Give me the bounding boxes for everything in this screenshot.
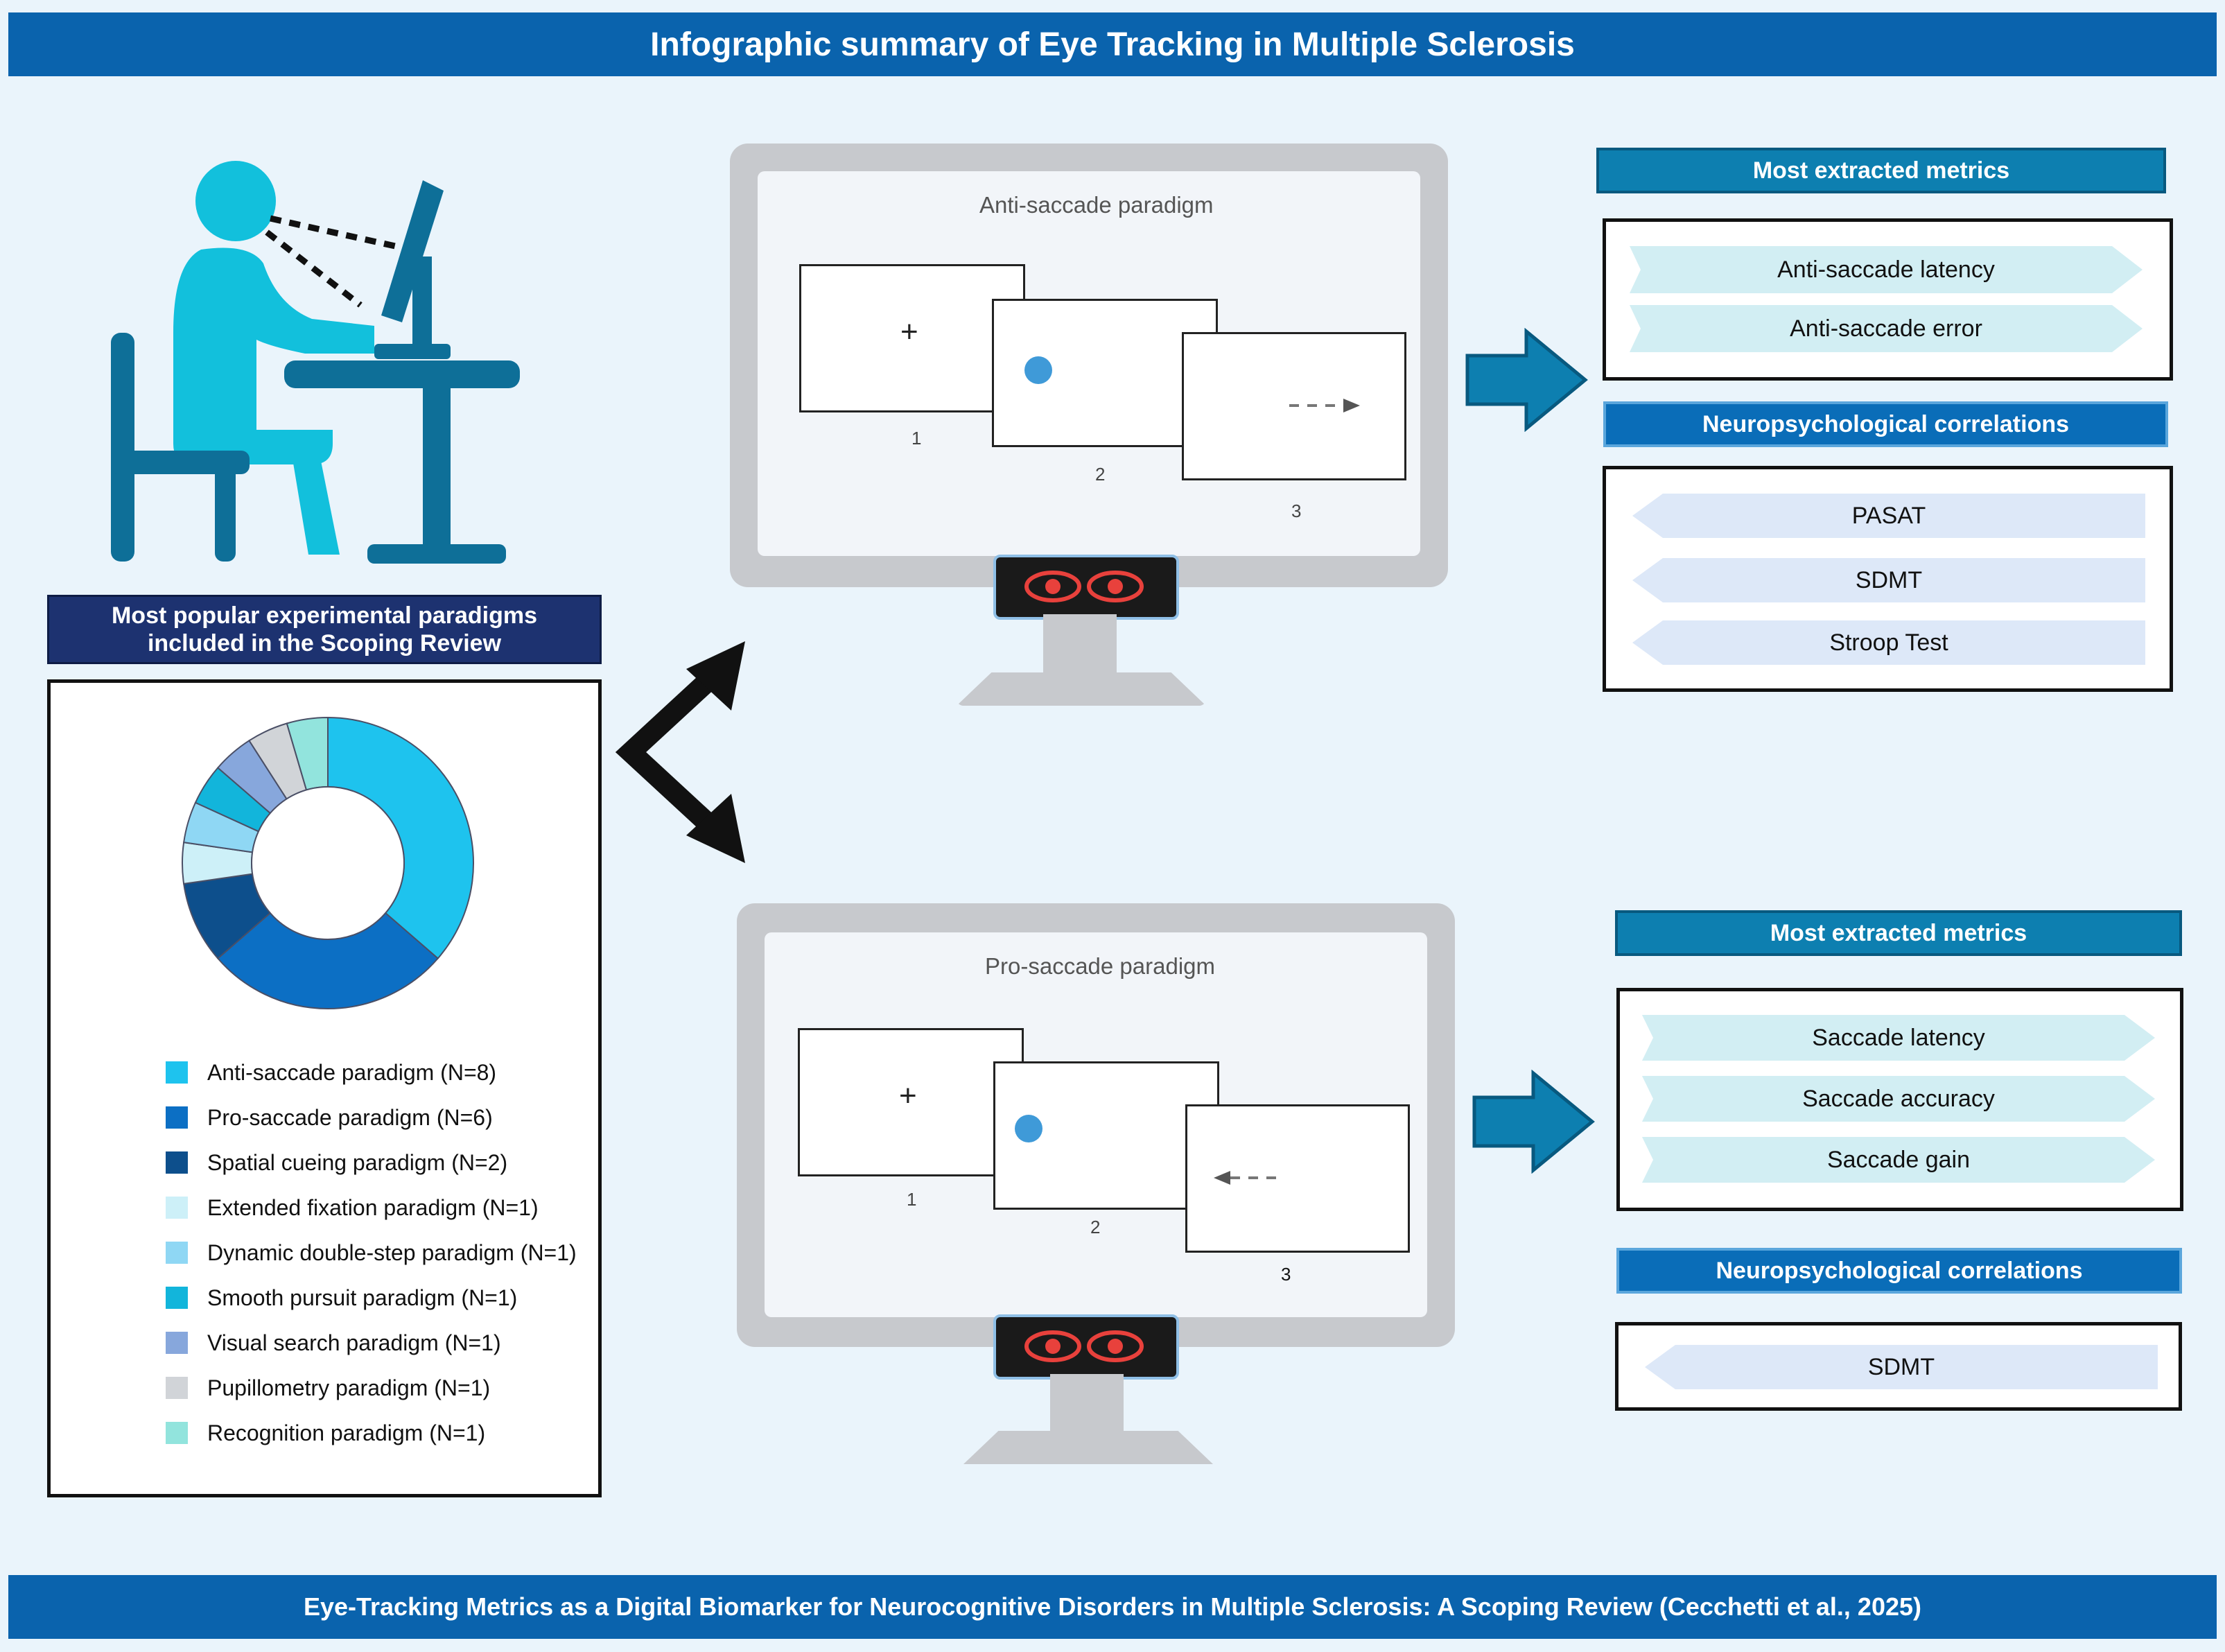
person-at-computer-icon xyxy=(111,161,520,564)
legend-swatch xyxy=(166,1332,188,1354)
donut-hole xyxy=(251,786,405,940)
legend-label: Pro-saccade paradigm (N=6) xyxy=(207,1104,493,1130)
fixation-cross: + xyxy=(900,315,918,349)
anti-metrics-box: Anti-saccade latency Anti-saccade error xyxy=(1603,218,2173,381)
pro-monitor-base xyxy=(963,1431,1213,1464)
pro-frame-3 xyxy=(1185,1104,1410,1253)
pro-corr-heading: Neuropsychological correlations xyxy=(1616,1248,2182,1294)
anti-corr-sdmt: SDMT xyxy=(1632,558,2145,602)
pro-metrics-box: Saccade latency Saccade accuracy Saccade… xyxy=(1616,988,2183,1211)
legend-swatch xyxy=(166,1242,188,1264)
legend-label: Pupillometry paradigm (N=1) xyxy=(207,1375,491,1400)
anti-saccade-screen: Anti-saccade paradigm + 1 2 3 xyxy=(758,171,1420,556)
pro-saccade-title: Pro-saccade paradigm xyxy=(985,953,1215,979)
legend-swatch xyxy=(166,1377,188,1399)
pro-metric-latency: Saccade latency xyxy=(1642,1015,2155,1061)
pro-frame-2-number: 2 xyxy=(1090,1217,1101,1237)
legend-item: Spatial cueing paradigm (N=2) xyxy=(166,1147,507,1178)
legend-swatch xyxy=(166,1151,188,1174)
pro-metrics-heading: Most extracted metrics xyxy=(1615,910,2182,956)
paradigms-chart-box: Anti-saccade paradigm (N=8) Pro-saccade p… xyxy=(47,679,602,1497)
legend-item: Dynamic double-step paradigm (N=1) xyxy=(166,1237,577,1268)
target-dot xyxy=(1015,1115,1042,1142)
legend-swatch xyxy=(166,1287,188,1309)
pro-frame-2 xyxy=(993,1061,1219,1210)
pro-frame-3-number: 3 xyxy=(1281,1264,1291,1285)
anti-corr-stroop: Stroop Test xyxy=(1632,620,2145,665)
right-arrow-icon xyxy=(1465,328,1588,432)
legend-item: Smooth pursuit paradigm (N=1) xyxy=(166,1283,517,1313)
anti-corr-heading: Neuropsychological correlations xyxy=(1603,401,2168,447)
anti-frame-3-number: 3 xyxy=(1291,501,1302,521)
pro-frame-1: + xyxy=(798,1028,1024,1176)
legend-swatch xyxy=(166,1197,188,1219)
right-arrow-icon xyxy=(1472,1070,1595,1174)
eye-icon xyxy=(1024,1330,1144,1362)
paradigms-heading: Most popular experimental paradigms incl… xyxy=(47,595,602,664)
leftward-dashed-arrow-icon xyxy=(1214,1171,1284,1185)
anti-corr-pasat: PASAT xyxy=(1632,494,2145,538)
legend-label: Visual search paradigm (N=1) xyxy=(207,1330,501,1355)
legend-item: Recognition paradigm (N=1) xyxy=(166,1418,485,1448)
anti-saccade-title: Anti-saccade paradigm xyxy=(979,192,1214,218)
anti-frame-2-number: 2 xyxy=(1095,464,1106,485)
legend-label: Recognition paradigm (N=1) xyxy=(207,1420,486,1445)
legend-label: Extended fixation paradigm (N=1) xyxy=(207,1194,539,1220)
anti-frame-1-number: 1 xyxy=(911,428,922,449)
legend-swatch xyxy=(166,1422,188,1444)
paradigms-heading-line1: Most popular experimental paradigms xyxy=(111,602,538,629)
pro-frame-1-number: 1 xyxy=(907,1189,917,1210)
paradigms-heading-line2: included in the Scoping Review xyxy=(147,630,502,657)
anti-monitor-neck xyxy=(1043,614,1117,677)
legend-item: Pupillometry paradigm (N=1) xyxy=(166,1373,490,1403)
pro-saccade-screen: Pro-saccade paradigm + 1 2 3 xyxy=(765,932,1427,1317)
rightward-dashed-arrow-icon xyxy=(1289,399,1360,412)
legend-label: Smooth pursuit paradigm (N=1) xyxy=(207,1285,518,1310)
citation-footer: Eye-Tracking Metrics as a Digital Biomar… xyxy=(8,1575,2217,1639)
pro-corr-box: SDMT xyxy=(1615,1322,2182,1411)
legend-label: Anti-saccade paradigm (N=8) xyxy=(207,1059,497,1085)
legend-label: Dynamic double-step paradigm (N=1) xyxy=(207,1240,577,1265)
title-bar: Infographic summary of Eye Tracking in M… xyxy=(8,12,2217,76)
pro-metric-accuracy: Saccade accuracy xyxy=(1642,1076,2155,1122)
anti-frame-1: + xyxy=(799,264,1025,412)
legend-item: Anti-saccade paradigm (N=8) xyxy=(166,1057,496,1088)
anti-metric-error: Anti-saccade error xyxy=(1630,305,2143,352)
anti-metrics-heading: Most extracted metrics xyxy=(1596,148,2166,193)
pro-corr-sdmt: SDMT xyxy=(1645,1345,2158,1389)
anti-corr-box: PASAT SDMT Stroop Test xyxy=(1603,466,2173,692)
paradigms-donut-chart xyxy=(182,716,474,1009)
anti-eye-tracker xyxy=(993,555,1179,620)
anti-frame-2 xyxy=(992,299,1218,447)
legend-item: Pro-saccade paradigm (N=6) xyxy=(166,1102,493,1133)
legend-swatch xyxy=(166,1106,188,1129)
pro-metric-gain: Saccade gain xyxy=(1642,1137,2155,1183)
legend-swatch xyxy=(166,1061,188,1084)
anti-monitor-base xyxy=(957,672,1206,706)
target-dot xyxy=(1024,356,1052,384)
legend-item: Visual search paradigm (N=1) xyxy=(166,1328,501,1358)
anti-metric-latency: Anti-saccade latency xyxy=(1630,246,2143,293)
pro-monitor-neck xyxy=(1050,1374,1124,1435)
legend-item: Extended fixation paradigm (N=1) xyxy=(166,1192,539,1223)
legend-label: Spatial cueing paradigm (N=2) xyxy=(207,1149,508,1175)
anti-frame-3 xyxy=(1182,332,1406,480)
double-arrow-icon xyxy=(615,641,745,863)
fixation-cross: + xyxy=(899,1079,917,1113)
pro-eye-tracker xyxy=(993,1314,1179,1380)
eye-icon xyxy=(1024,571,1144,602)
